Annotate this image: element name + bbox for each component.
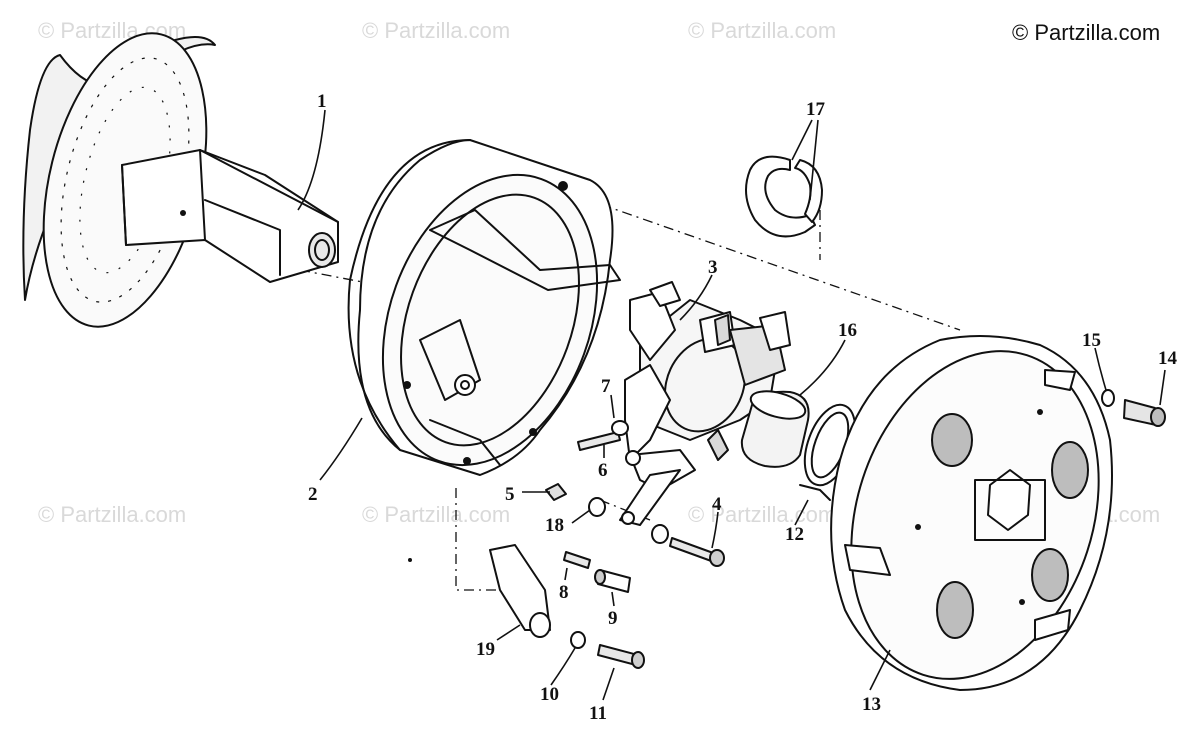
callout-19: 19 <box>476 639 495 660</box>
callout-5: 5 <box>505 484 515 505</box>
callout-6: 6 <box>598 460 608 481</box>
watermark-text: © Partzilla.com <box>362 18 510 43</box>
driven-sheave-shaft <box>22 32 339 328</box>
watermark-text: © Partzilla.com <box>688 502 836 527</box>
snap-ring <box>745 155 823 238</box>
small-hardware <box>408 420 725 669</box>
callout-13: 13 <box>862 694 881 715</box>
callout-4: 4 <box>712 494 722 515</box>
clutch-drum-cover <box>830 335 1113 691</box>
callout-17: 17 <box>806 99 826 120</box>
callout-1: 1 <box>317 91 327 112</box>
callout-8: 8 <box>559 582 569 603</box>
callout-10: 10 <box>540 684 559 705</box>
callout-14: 14 <box>1158 348 1178 369</box>
callout-15: 15 <box>1082 330 1101 351</box>
callout-labels: 1 2 3 4 5 6 7 8 9 10 11 12 13 14 15 16 1… <box>308 91 1178 724</box>
callout-7: 7 <box>601 376 611 397</box>
clutch-housing <box>347 139 621 476</box>
spider-weight-assembly <box>619 281 791 526</box>
copyright-notice: © Partzilla.com <box>1012 20 1160 45</box>
end-fasteners <box>1101 389 1166 427</box>
callout-12: 12 <box>785 524 804 545</box>
leader-lines <box>297 109 1166 701</box>
callout-16: 16 <box>838 320 857 341</box>
watermark-text: © Partzilla.com <box>38 502 186 527</box>
watermark-text: © Partzilla.com <box>362 502 510 527</box>
callout-3: 3 <box>708 257 718 278</box>
watermark-text: © Partzilla.com <box>688 18 836 43</box>
callout-11: 11 <box>589 703 607 724</box>
bushing-cup <box>740 390 810 468</box>
callout-2: 2 <box>308 484 318 505</box>
watermarks: © Partzilla.com © Partzilla.com © Partzi… <box>38 18 1160 527</box>
callout-9: 9 <box>608 608 618 629</box>
callout-18: 18 <box>545 515 564 536</box>
